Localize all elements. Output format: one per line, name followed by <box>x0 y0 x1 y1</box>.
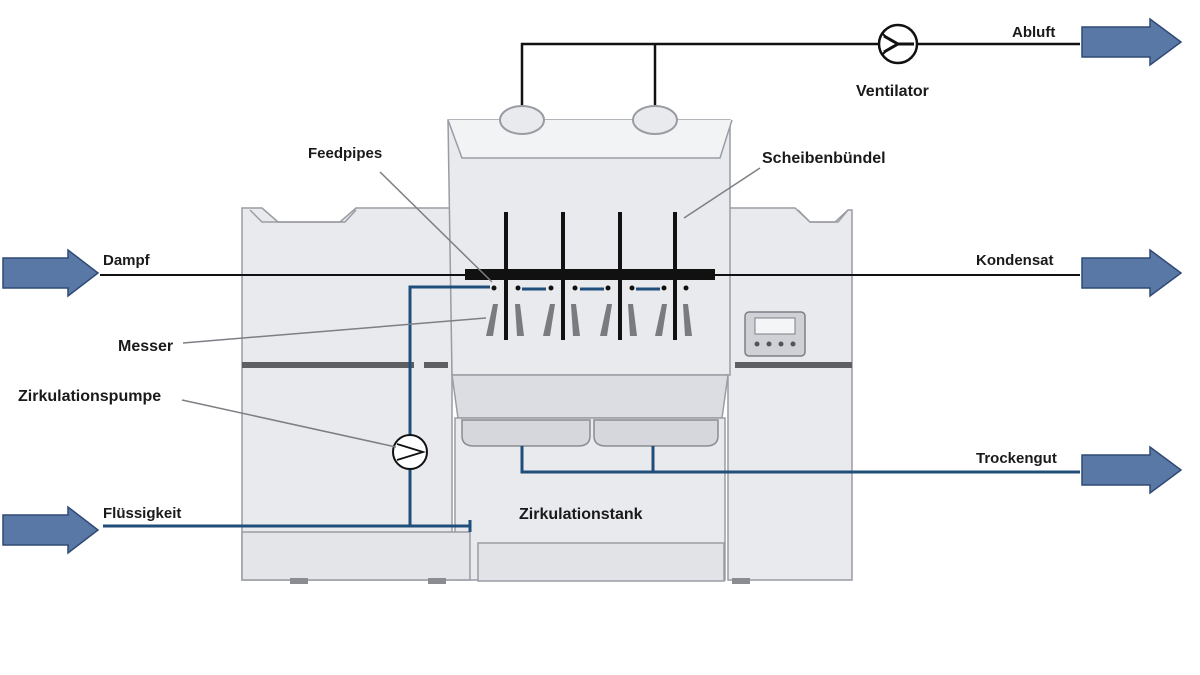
knife <box>655 304 667 336</box>
right-housing-lid <box>797 209 849 223</box>
scheibenbuendel-leader <box>683 167 761 219</box>
knife <box>543 304 555 336</box>
flow-arrows <box>2 17 1183 555</box>
knife <box>571 304 580 336</box>
label-trockengut: Trockengut <box>976 450 1057 467</box>
zirkulationspumpe-leader <box>181 399 397 448</box>
trough <box>451 374 729 419</box>
knife <box>628 304 637 336</box>
disc-bundle <box>504 212 677 340</box>
liquid-inlet-arrow <box>2 505 100 555</box>
foot <box>732 578 750 584</box>
knife <box>600 304 612 336</box>
feedpipe-nozzles <box>491 285 689 291</box>
dry-product-line <box>520 446 1080 474</box>
right-separator-bar <box>735 362 852 368</box>
label-zirkulationstank: Zirkulationstank <box>519 506 643 523</box>
trough-right <box>593 419 719 447</box>
label-abluft: Abluft <box>1012 24 1055 41</box>
label-scheibenbuendel: Scheibenbündel <box>762 150 886 167</box>
tank-plinth <box>477 542 725 582</box>
control-panel-icon <box>744 311 806 357</box>
knife <box>515 304 524 336</box>
exhaust-duct-left <box>520 42 880 108</box>
label-ventilator: Ventilator <box>856 83 929 100</box>
duct-nozzles <box>499 105 678 135</box>
trough-left <box>461 419 591 447</box>
dry-product-outlet-arrow <box>1081 445 1183 495</box>
label-messer: Messer <box>118 338 173 355</box>
right-housing <box>727 207 853 581</box>
exhaust-outlet-arrow <box>1081 17 1183 67</box>
knife <box>486 304 498 336</box>
messer-leader <box>182 317 487 344</box>
label-zirkulationspumpe: Zirkulationspumpe <box>18 388 161 405</box>
knife <box>683 304 692 336</box>
label-feedpipes: Feedpipes <box>308 145 382 162</box>
knives <box>486 304 692 336</box>
left-base <box>241 531 471 581</box>
foot <box>428 578 446 584</box>
collection-troughs <box>461 419 719 447</box>
left-separator-bar-short <box>424 362 448 368</box>
top-hood <box>447 119 733 159</box>
label-fluessigkeit: Flüssigkeit <box>103 505 181 522</box>
feedpipes-leader <box>379 171 493 283</box>
foot <box>290 578 308 584</box>
leader-lines <box>181 167 761 448</box>
nozzle-right <box>632 105 678 135</box>
rotor-shaft <box>465 269 715 280</box>
left-housing <box>241 207 453 581</box>
left-housing-lid <box>249 209 357 223</box>
separator-bars <box>242 362 852 368</box>
steam-inlet-arrow <box>2 248 100 298</box>
ventilator-fan-icon <box>877 23 919 65</box>
machine-feet <box>290 578 750 584</box>
circulation-pump-icon <box>392 434 428 470</box>
condensate-outlet-arrow <box>1081 248 1183 298</box>
exhaust-ducts <box>520 42 1080 108</box>
nozzle-left <box>499 105 545 135</box>
label-dampf: Dampf <box>103 252 151 269</box>
left-separator-bar <box>242 362 414 368</box>
label-kondensat: Kondensat <box>976 252 1054 269</box>
